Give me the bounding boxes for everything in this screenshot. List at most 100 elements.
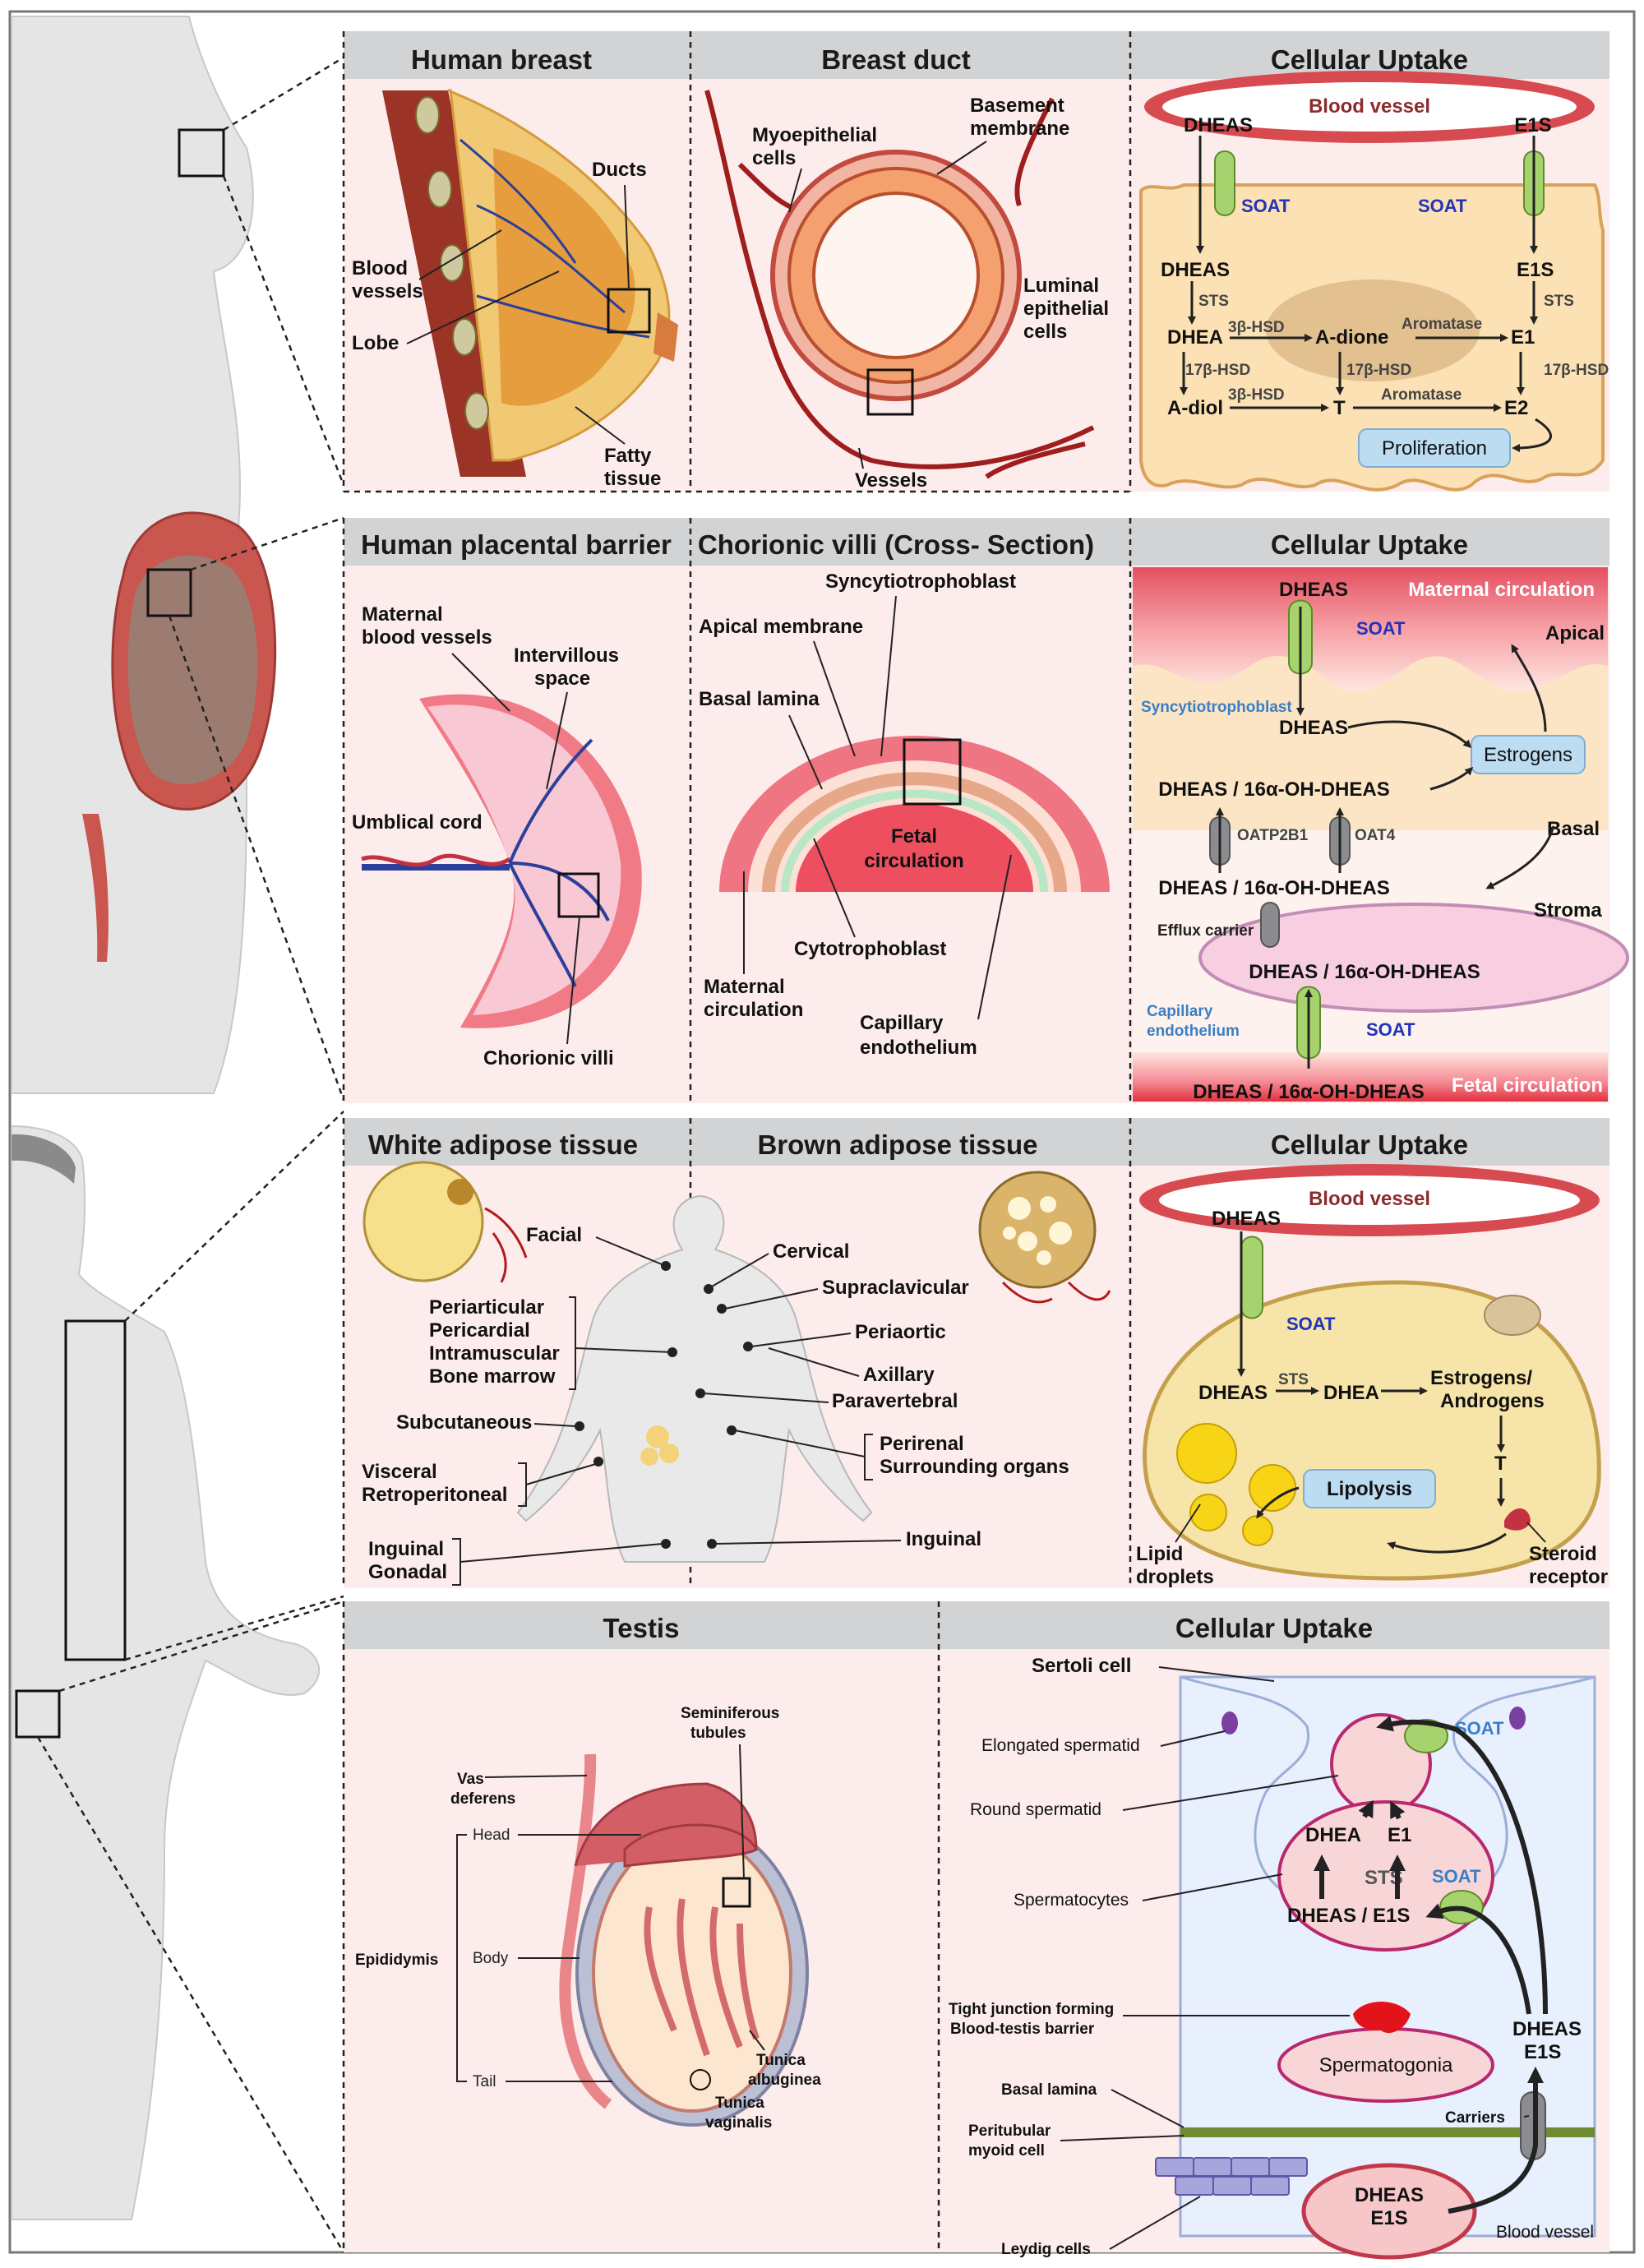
adipose-dheas-in: DHEAS [1198,1382,1268,1404]
placenta-dheas-16a-2: DHEAS / 16α-OH-DHEAS [1158,877,1389,899]
villi-capillary-1: Capillary [860,1012,944,1034]
testis-bv-e1s: E1S [1370,2207,1407,2229]
breast-sts-left: STS [1198,293,1229,310]
placenta-dheas-mid: DHEAS [1279,717,1348,739]
breast-soat-right: SOAT [1418,196,1467,216]
adipose-lipid-2: droplets [1136,1566,1214,1588]
placenta-apical: Apical [1545,622,1605,644]
row-adipose: White adipose tissue Brown adipose tissu… [342,1118,1609,1588]
testis-tight-2: Blood-testis barrier [950,2021,1095,2038]
villi-maternal-1: Maternal [704,976,785,998]
villi-maternal-2: circulation [704,999,803,1021]
testis-seminiferous-1: Seminiferous [681,1705,779,1722]
adipose-supraclavicular: Supraclavicular [822,1277,969,1299]
adipose-facial: Facial [526,1224,582,1246]
breast-arrows [1180,136,1552,452]
placenta-illustration [361,694,642,1028]
row-placenta: Human placental barrier Chorionic villi … [342,518,1629,1103]
placenta-efflux: Efflux carrier [1157,922,1254,940]
breast-locator-box [178,128,225,178]
placenta-chorionic: Chorionic villi [483,1047,614,1069]
adipose-sts: STS [1278,1371,1309,1388]
placenta-estrogens: Estrogens [1484,744,1572,766]
placenta-maternal-2: blood vessels [362,626,492,649]
placenta-soat-2: SOAT [1366,1019,1415,1040]
breast-soat-left: SOAT [1241,196,1291,216]
placenta-intervillous-2: space [534,667,590,690]
label-blood-vessels-2: vessels [352,280,423,303]
row-breast: Human breast Breast duct Cellular Uptake… [342,31,1609,493]
villi-syncytio: Syncytiotrophoblast [825,570,1016,593]
pregnant-torso-silhouette [11,16,277,1094]
label-fatty-2: tissue [604,468,661,490]
placenta-oat4: OAT4 [1355,827,1396,844]
placenta-fetal-circ: Fetal circulation [1452,1074,1603,1097]
placenta-syncytio: Syncytiotrophoblast [1141,699,1292,716]
breast-dheas-in: DHEAS [1161,259,1230,281]
adipose-illustration [363,1161,1111,1563]
breast-duct-title: Breast duct [821,44,971,75]
testis-tunica-vag-2: vaginalis [705,2114,772,2132]
placenta-capillary-2: endothelium [1147,1023,1240,1040]
testis-leydig: Leydig cells [1001,2241,1091,2258]
breast-aromatase-1: Aromatase [1402,316,1482,333]
breast-17bhsd-2: 17β-HSD [1346,362,1411,379]
adipose-estrogens-1: Estrogens/ [1430,1367,1532,1389]
label-myoepithelial-1: Myoepithelial [752,124,877,146]
testis-arrows [1314,1715,1548,2214]
breast-blood-vessel-label: Blood vessel [1309,95,1430,118]
placenta-stroma: Stroma [1534,899,1602,922]
testis-epididymis: Epididymis [355,1952,438,1969]
placenta-maternal-1: Maternal [362,603,443,626]
breast-e1s-in: E1S [1517,259,1554,281]
label-lobe: Lobe [352,332,399,354]
male-body-silhouette [11,1125,321,2220]
testis-uptake-diagram [1155,1675,1596,2260]
placenta-arrows [1216,607,1555,1069]
adipose-lipolysis-box [1303,1469,1436,1508]
placenta-oatp: OATP2B1 [1237,827,1309,844]
breast-17bhsd-3: 17β-HSD [1544,362,1609,379]
label-vessels: Vessels [855,469,927,492]
locator-leader-lines [36,56,345,2253]
adipose-locator-box [64,1319,127,1661]
placenta-soat-1: SOAT [1356,618,1406,639]
testis-tight-1: Tight junction forming [949,2001,1114,2018]
adipose-paravertebral: Paravertebral [832,1390,958,1412]
testis-tunica-alb-1: Tunica [756,2052,806,2069]
testis-tail: Tail [473,2073,496,2090]
placenta-estrogens-box [1471,735,1586,774]
breast-e1s-top: E1S [1514,114,1551,136]
placenta-capillary-1: Capillary [1147,1003,1213,1020]
adipose-periaortic: Periaortic [855,1321,946,1343]
testis-tunica-vag-1: Tunica [715,2095,764,2112]
placenta-uptake-diagram [1133,567,1629,1102]
breast-adione: A-dione [1315,326,1388,349]
testis-bv-dheas: DHEAS [1355,2184,1424,2206]
testis-body: Body [473,1950,509,1967]
villi-illustration [719,736,1110,893]
breast-uptake-title: Cellular Uptake [1271,44,1468,75]
breast-sts-right: STS [1544,293,1574,310]
row-testis: Testis Cellular Uptake Seminiferous tubu… [342,1601,1609,2260]
label-blood-vessels-1: Blood [352,257,408,279]
breast-e2: E2 [1504,397,1528,419]
testis-uptake-title: Cellular Uptake [1175,1613,1373,1643]
testis-tunica-alb-2: albuginea [748,2072,821,2089]
breast-3bhsd-2: 3β-HSD [1228,386,1285,404]
breast-uptake-diagram [1139,71,1605,492]
adipose-t: T [1494,1453,1507,1475]
adipose-intramuscular: Intramuscular [429,1342,560,1365]
testis-sertoli: Sertoli cell [1032,1655,1131,1677]
placenta-maternal-circ: Maternal circulation [1408,579,1595,601]
adipose-dheas-top: DHEAS [1212,1208,1281,1230]
breast-e1: E1 [1511,326,1535,349]
adipose-steroid-1: Steroid [1529,1543,1597,1565]
adipose-axillary: Axillary [863,1364,935,1386]
villi-cyto: Cytotrophoblast [794,938,946,960]
villi-fetal-1: Fetal [891,825,937,848]
villi-apical: Apical membrane [699,616,863,638]
adipose-surrounding: Surrounding organs [880,1456,1069,1478]
adipose-inguinal-right: Inguinal [906,1528,981,1550]
